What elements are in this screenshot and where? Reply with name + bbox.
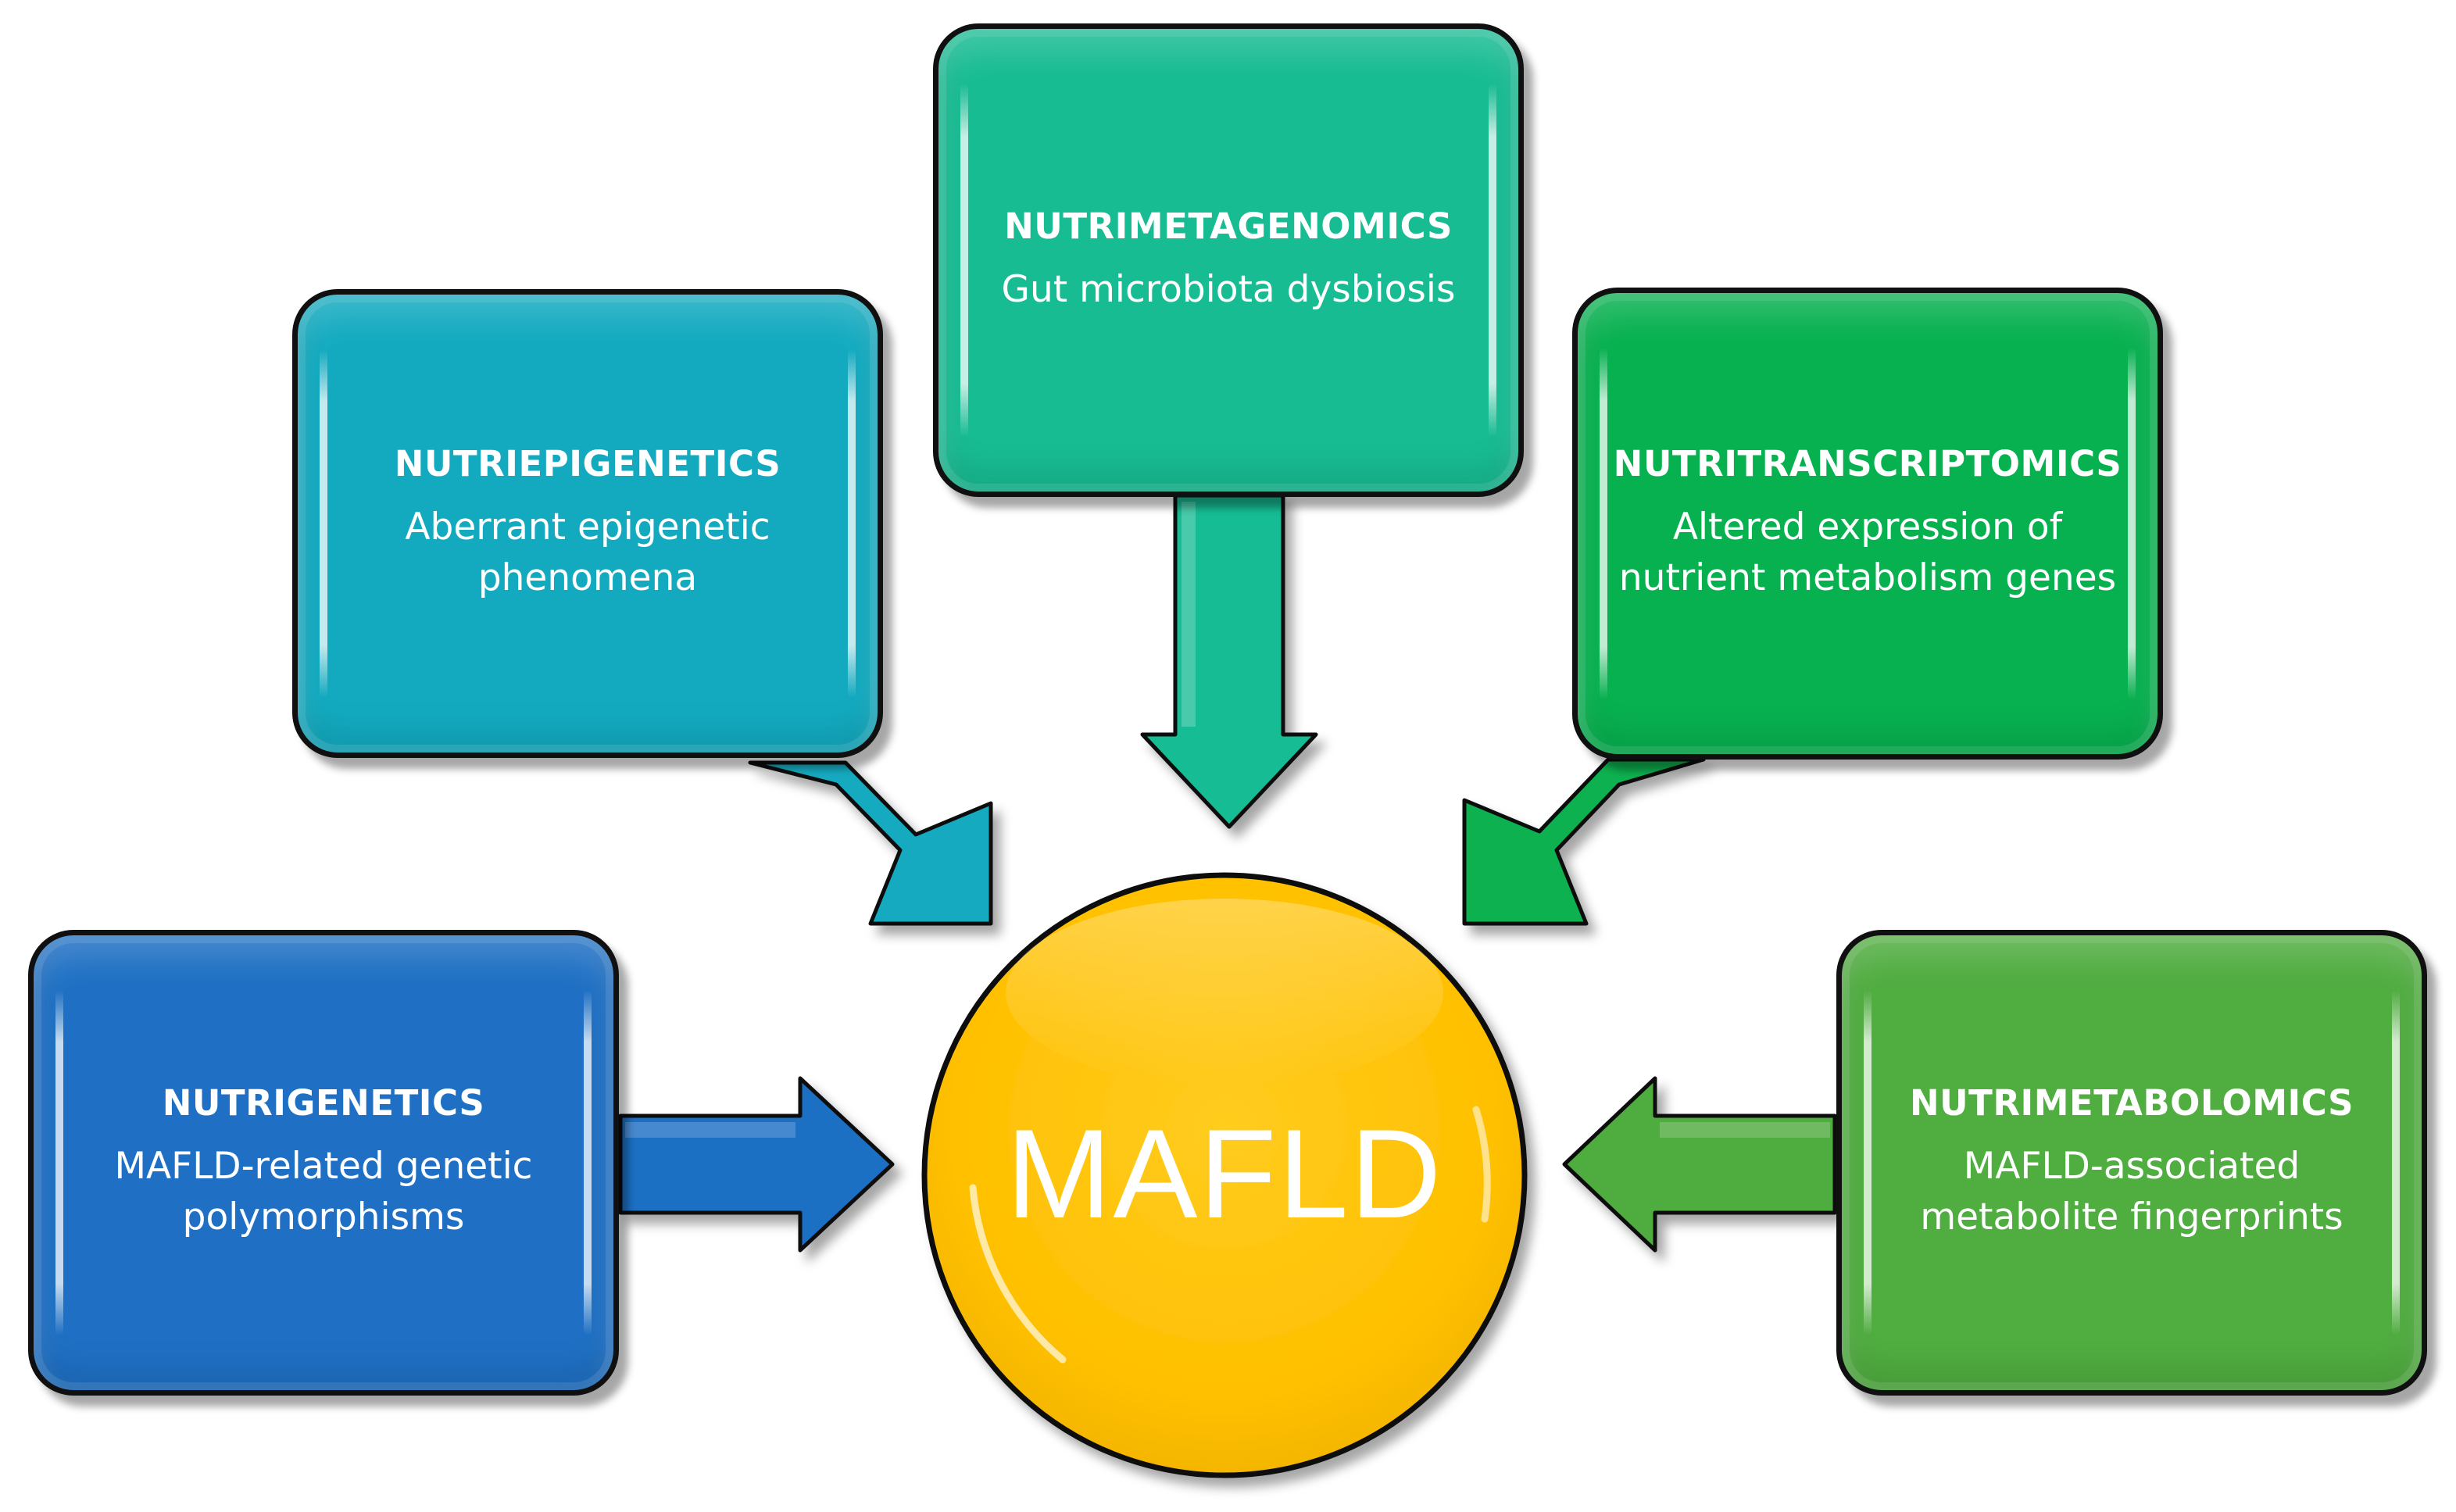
nutritranscriptomics-description: Altered expression of nutrient metabolis… <box>1619 502 2116 604</box>
description-line: MAFLD-associated <box>1963 1145 2300 1189</box>
description-line: phenomena <box>477 556 698 599</box>
nutrigenetics-description: MAFLD-related genetic polymorphisms <box>114 1142 532 1243</box>
arrow-nutrimetagenomics-to-mafld <box>1140 493 1318 829</box>
description-line: Altered expression of <box>1672 506 2063 549</box>
nutrimetagenomics-box: NUTRIMETAGENOMICS Gut microbiota dysbios… <box>933 23 1524 497</box>
nutrimetabolomics-title: NUTRIMETABOLOMICS <box>1909 1082 2354 1124</box>
nutrimetagenomics-title: NUTRIMETAGENOMICS <box>1004 205 1453 247</box>
description-line: polymorphisms <box>182 1196 465 1239</box>
nutriepigenetics-box: NUTRIEPIGENETICS Aberrant epigenetic phe… <box>292 289 883 758</box>
arrow-nutrigenetics-to-mafld <box>618 1076 895 1253</box>
arrow-nutriepigenetics-to-mafld <box>748 760 993 926</box>
arrow-nutritranscriptomics-to-mafld <box>1462 757 1706 926</box>
description-line: nutrient metabolism genes <box>1618 556 2117 599</box>
description-line: Gut microbiota dysbiosis <box>1001 267 1456 311</box>
description-line: metabolite fingerprints <box>1920 1196 2343 1239</box>
description-line: MAFLD-related genetic <box>114 1145 533 1189</box>
nutrimetagenomics-description: Gut microbiota dysbiosis <box>1002 265 1456 316</box>
nutritranscriptomics-title: NUTRITRANSCRIPTOMICS <box>1613 443 2122 485</box>
mafld-label: MAFLD <box>1006 1103 1443 1245</box>
nutriepigenetics-description: Aberrant epigenetic phenomena <box>405 502 770 604</box>
mafld-center-node <box>921 872 1528 1478</box>
nutrigenetics-box: NUTRIGENETICS MAFLD-related genetic poly… <box>28 930 619 1396</box>
nutrimetabolomics-description: MAFLD-associated metabolite fingerprints <box>1920 1142 2343 1243</box>
description-line: Aberrant epigenetic <box>405 506 770 549</box>
arrow-nutrimetabolomics-to-mafld <box>1562 1076 1837 1253</box>
nutritranscriptomics-box: NUTRITRANSCRIPTOMICS Altered expression … <box>1572 288 2163 760</box>
nutrigenetics-title: NUTRIGENETICS <box>162 1082 485 1124</box>
nutriepigenetics-title: NUTRIEPIGENETICS <box>394 443 781 485</box>
nutrimetabolomics-box: NUTRIMETABOLOMICS MAFLD-associated metab… <box>1836 930 2427 1396</box>
